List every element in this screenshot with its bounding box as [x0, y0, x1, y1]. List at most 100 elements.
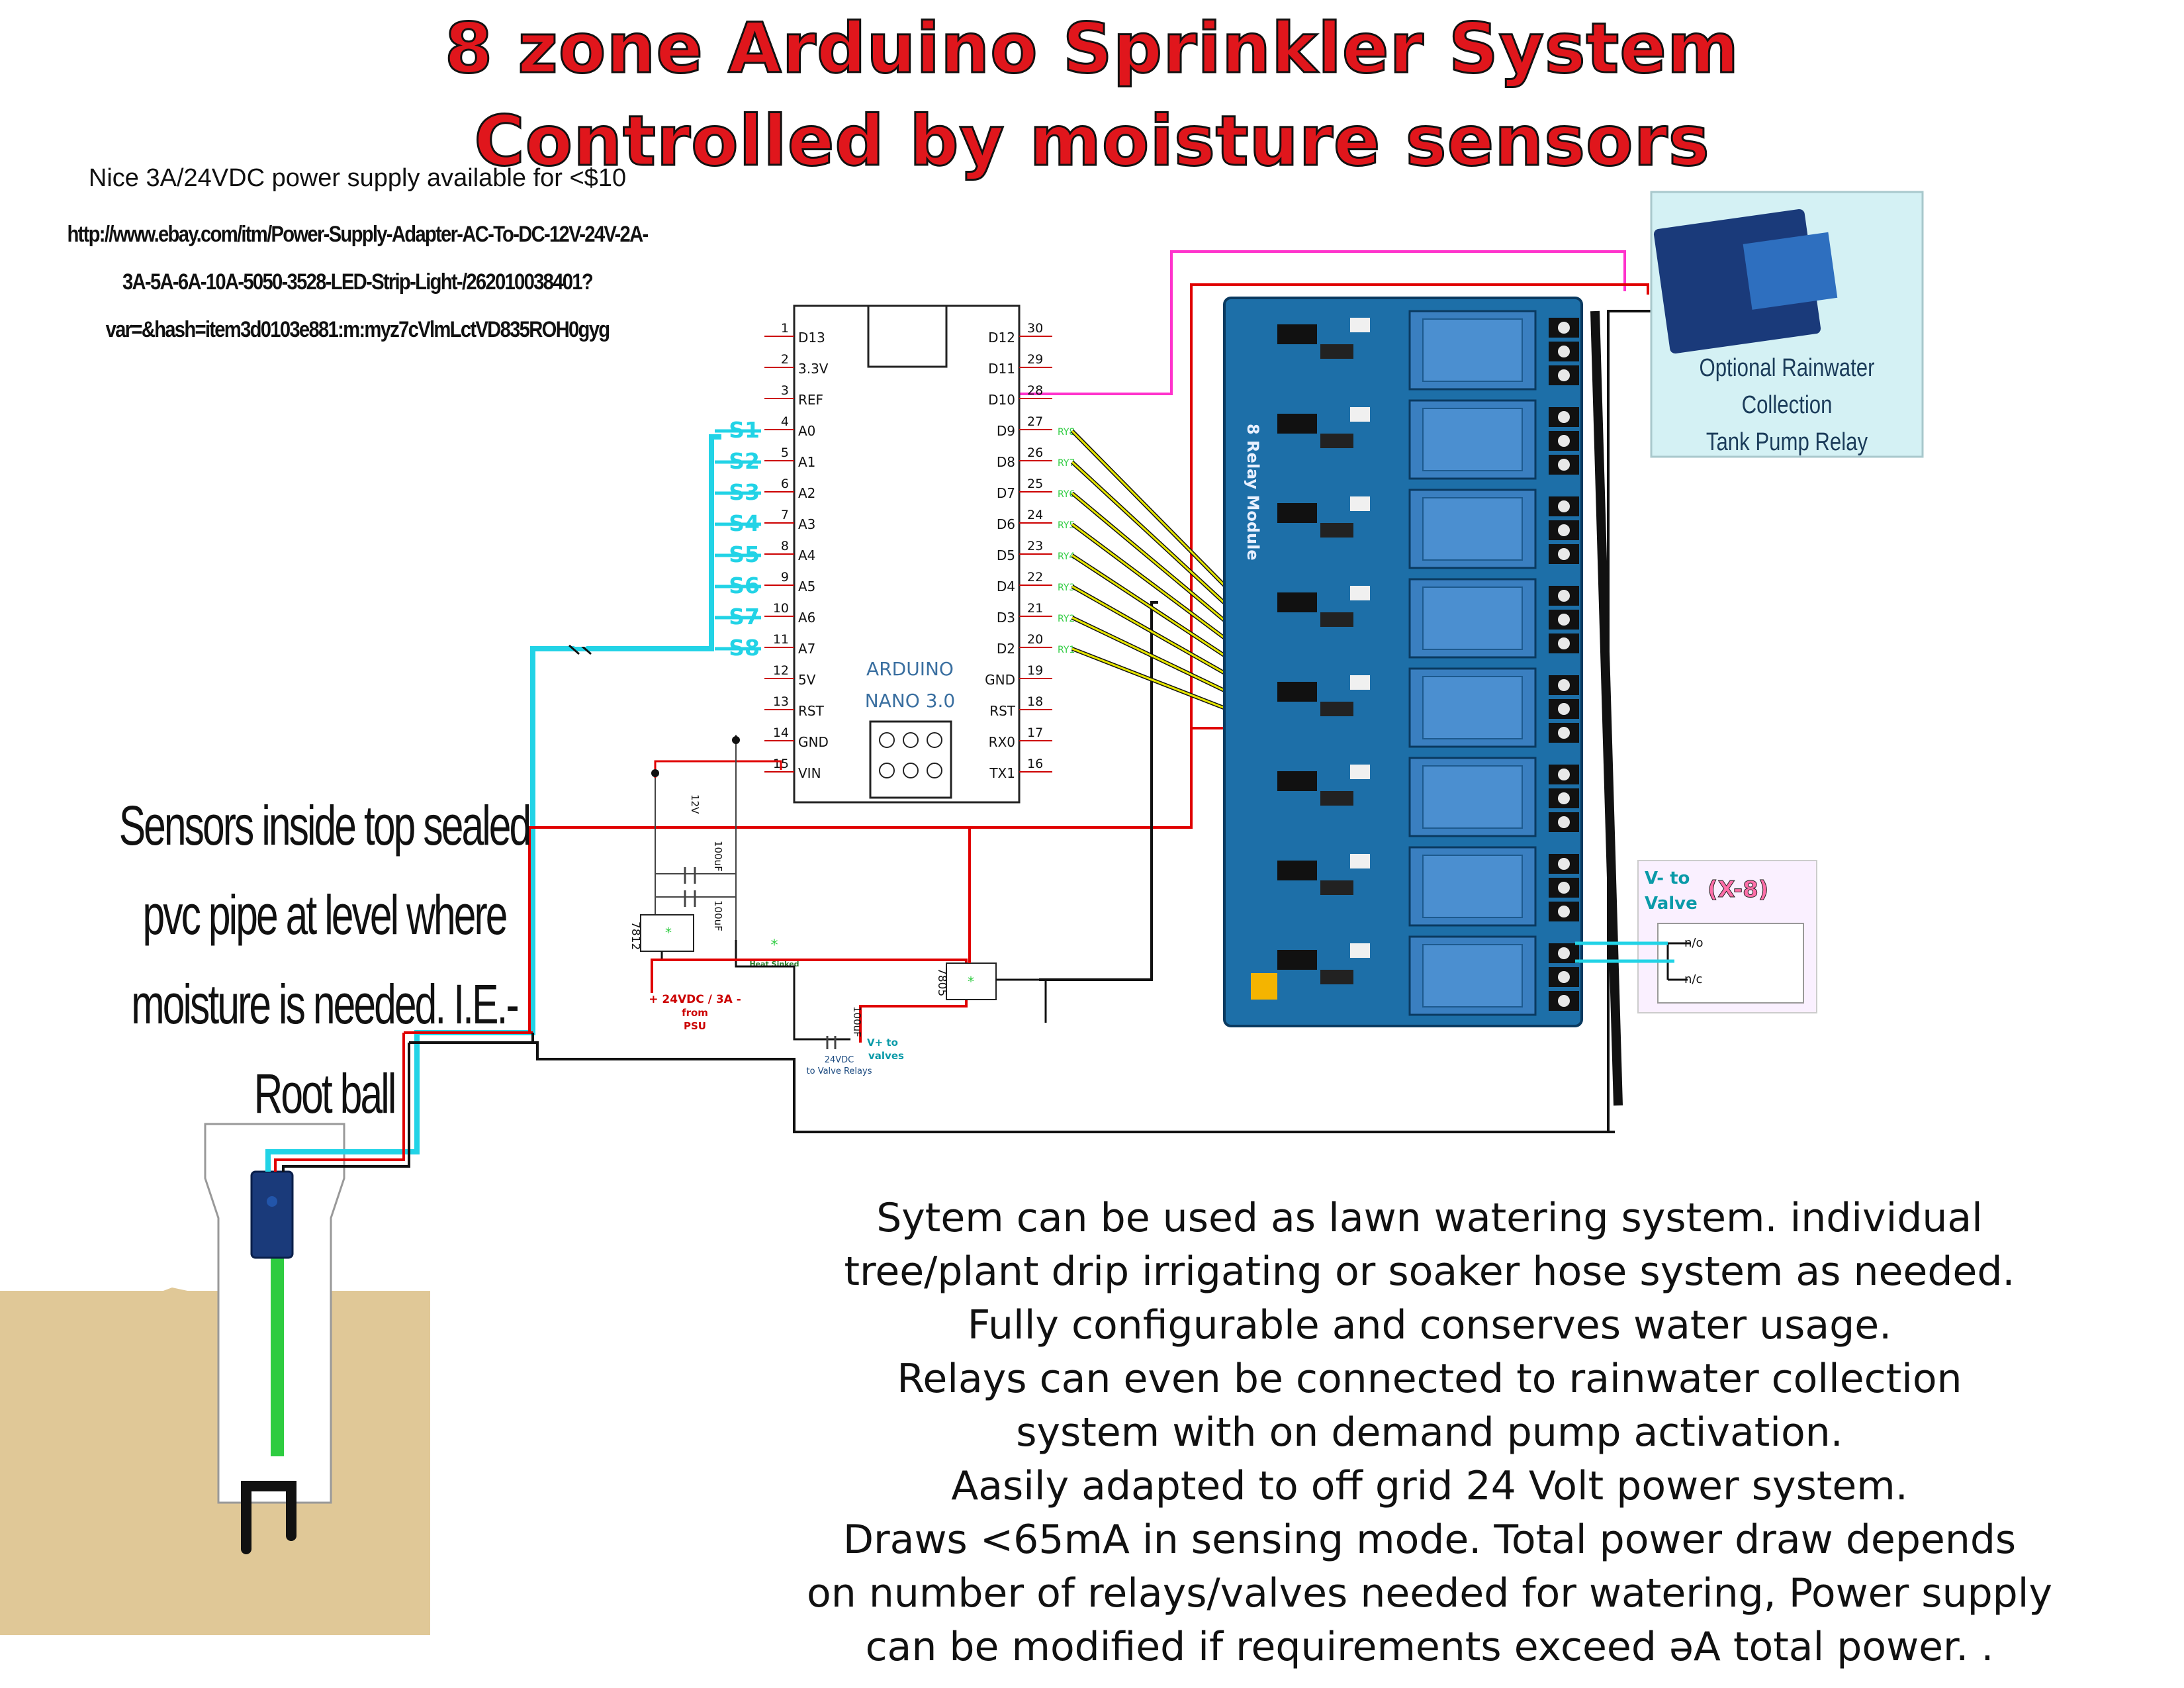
description-line-4: Relays can even be connected to rainwate…: [897, 1356, 1962, 1402]
relay-cube-face: [1422, 586, 1523, 650]
pump-relay-line-2: Tank Pump Relay: [1706, 428, 1868, 456]
relay-cube-face: [1422, 855, 1523, 918]
left-pin-number: 13: [773, 694, 789, 709]
right-pin-label: D12: [988, 330, 1015, 346]
moisture-sensor-board: [250, 1170, 294, 1259]
terminal-screw: [1558, 947, 1570, 959]
left-pin-label: VIN: [798, 765, 821, 781]
valve-multiplier: (X-8): [1707, 876, 1768, 903]
right-pin-label: RX0: [989, 734, 1015, 750]
left-pin-label: A1: [798, 454, 815, 470]
optocoupler: [1277, 771, 1317, 791]
led: [1350, 943, 1370, 958]
relay-cube-face: [1422, 765, 1523, 829]
left-pin-number: 2: [781, 352, 789, 367]
icsp-pin: [927, 763, 942, 778]
right-pin-label: D5: [997, 547, 1015, 563]
left-pin-label: 5V: [798, 672, 816, 688]
reg5-label: 7805: [935, 968, 948, 996]
psu-label-1: + 24VDC / 3A -: [649, 993, 741, 1006]
relay-cube-face: [1422, 676, 1523, 739]
left-pin-label: GND: [798, 734, 829, 750]
terminal-screw: [1558, 727, 1570, 739]
psu-label-3: PSU: [684, 1020, 706, 1032]
right-pin-number: 24: [1027, 508, 1043, 522]
common-bus: [1590, 310, 1623, 1106]
sensor-note: Sensors inside top sealed pvc pipe at le…: [118, 794, 531, 1125]
left-pin-number: 12: [773, 663, 789, 678]
vplus-label-1: V+ to: [867, 1037, 898, 1049]
optocoupler: [1277, 414, 1317, 434]
right-pin-number: 23: [1027, 539, 1043, 553]
transistor: [1320, 702, 1353, 716]
left-pin-label: A0: [798, 423, 815, 439]
valve-box: V- to Valve (X-8) n/o n/c: [1575, 860, 1817, 1013]
pump-relay-box: [1650, 191, 1924, 458]
right-pin-number: 30: [1027, 321, 1043, 336]
cap-3-label: 100uF: [851, 1006, 863, 1037]
right-pin-number: 28: [1027, 383, 1043, 398]
led: [1350, 675, 1370, 690]
icsp-pin: [927, 732, 942, 748]
right-pin-number: 21: [1027, 601, 1043, 616]
left-pin-label: RST: [798, 703, 825, 719]
left-pin-label: A5: [798, 579, 815, 594]
terminal-screw: [1558, 858, 1570, 870]
terminal-screw: [1558, 459, 1570, 471]
transistor: [1320, 612, 1353, 627]
description-line-9: can be modified if requirements exceed ǝ…: [865, 1624, 1994, 1670]
right-pin-label: D4: [997, 579, 1015, 594]
transistor: [1320, 523, 1353, 538]
left-pin-number: 11: [773, 632, 789, 647]
psu-label-2: from: [682, 1007, 708, 1019]
power-supply-note: Nice 3A/24VDC power supply available for…: [88, 164, 627, 192]
rail-12v-label: 12V: [689, 794, 701, 814]
left-pin-label: 3.3V: [798, 361, 829, 377]
pump-signal-wire: [1019, 250, 1626, 395]
right-pin-label: D7: [997, 485, 1015, 501]
terminal-screw: [1558, 411, 1570, 423]
reg12-label: 7812: [629, 921, 642, 950]
svg-text:*: *: [771, 937, 778, 954]
right-pin-number: 22: [1027, 570, 1043, 585]
terminal-screw: [1558, 346, 1570, 357]
led: [1350, 586, 1370, 600]
valve-nc-label: n/c: [1684, 972, 1702, 986]
relay-input-label: RY4: [1058, 551, 1075, 562]
left-pin-label: A7: [798, 641, 815, 657]
right-pin-label: D2: [997, 641, 1015, 657]
left-pin-label: A6: [798, 610, 815, 626]
optocoupler: [1277, 592, 1317, 612]
title-line-2: Controlled by moisture sensors: [473, 100, 1710, 183]
sensor-vcc-wire: [274, 1033, 405, 1172]
description: Sytem can be used as lawn watering syste…: [688, 1192, 2171, 1674]
left-pin-label: A3: [798, 516, 815, 532]
description-line-3: Fully configurable and conserves water u…: [967, 1302, 1892, 1348]
transistor: [1320, 344, 1353, 359]
transistor: [1320, 970, 1353, 984]
right-pin-label: D3: [997, 610, 1015, 626]
terminal-screw: [1558, 792, 1570, 804]
valve-label-1: V- to: [1645, 868, 1690, 888]
left-pin-number: 1: [781, 321, 789, 336]
terminal-screw: [1558, 548, 1570, 560]
right-pin-label: D10: [988, 392, 1015, 408]
description-line-8: on number of relays/valves needed for wa…: [807, 1570, 2052, 1617]
left-pin-number: 10: [773, 601, 789, 616]
relay-cube-face: [1422, 318, 1523, 382]
right-pin-label: D11: [988, 361, 1015, 377]
relay-input-label: RY1: [1058, 645, 1075, 655]
terminal-screw: [1558, 524, 1570, 536]
left-pin-number: 9: [781, 570, 789, 585]
valve-common-wire: [793, 1059, 1608, 1133]
left-pin-number: 6: [781, 477, 789, 491]
led: [1350, 496, 1370, 511]
terminal-screw: [1558, 637, 1570, 649]
relay-cube-face: [1422, 408, 1523, 471]
optocoupler: [1277, 503, 1317, 523]
optocoupler: [1277, 950, 1317, 970]
terminal-screw: [1558, 906, 1570, 917]
description-line-7: Draws <65mA in sensing mode. Total power…: [842, 1517, 2017, 1563]
